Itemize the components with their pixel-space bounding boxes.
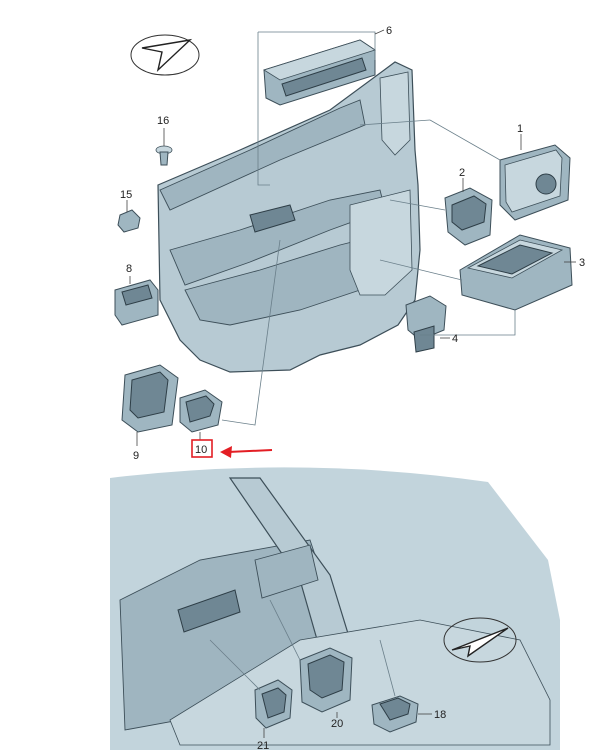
part-18-switch	[371, 695, 419, 733]
callout-6: 6	[386, 25, 392, 37]
part-3-buttons	[476, 244, 554, 275]
part-16-push-pin	[155, 145, 173, 166]
part-8-switch	[114, 279, 159, 326]
part-6-buttons	[281, 57, 367, 97]
guide-part-6b	[258, 31, 376, 60]
highlight-part-10: 10	[191, 439, 273, 458]
leader-6	[374, 29, 385, 35]
guide-part-3b	[420, 310, 516, 336]
part-6-switch-bar	[263, 39, 376, 106]
guide-part-21	[209, 639, 261, 691]
part-2-button	[451, 195, 487, 231]
part-8-button	[121, 284, 153, 306]
door-upper-rail	[159, 99, 366, 211]
front-door-trim-panel	[157, 61, 421, 373]
interior-console	[254, 544, 319, 599]
callout-20: 20	[331, 718, 343, 730]
part-10-button	[185, 395, 215, 423]
callout-2: 2	[459, 167, 465, 179]
guide-part-1	[429, 119, 501, 161]
compass-bottom	[443, 617, 517, 663]
part-4-plug	[413, 325, 435, 353]
callout-9: 9	[133, 450, 139, 462]
guide-part-1b	[359, 119, 431, 126]
compass-needle	[141, 38, 193, 73]
guide-part-6	[257, 32, 270, 186]
callout-3: 3	[579, 257, 585, 269]
interior-recess	[177, 589, 241, 633]
callout-10: 10	[195, 444, 207, 456]
part-2-switch	[444, 187, 493, 246]
part-9-housing	[121, 364, 179, 433]
part-20-switch	[299, 647, 353, 713]
callout-1: 1	[517, 123, 523, 135]
door-top-insert	[379, 71, 411, 156]
part-16-shank	[159, 151, 169, 166]
guide-lines-top	[221, 31, 516, 426]
highlight-box	[191, 439, 213, 458]
part-18-button	[379, 697, 411, 721]
callout-16: 16	[157, 115, 169, 127]
compass-top	[130, 34, 200, 76]
guide-part-3	[379, 259, 463, 281]
part-4-body	[405, 295, 447, 341]
compass-arrow-icon	[130, 34, 200, 76]
part-15-body	[117, 209, 141, 233]
guide-part-2	[389, 199, 446, 211]
guide-part-18	[379, 639, 396, 697]
part-1-knob	[535, 173, 557, 195]
callout-15: 15	[120, 189, 132, 201]
callout-21: 21	[257, 740, 269, 752]
callout-8: 8	[126, 263, 132, 275]
arrow-icon	[220, 446, 232, 458]
part-20-buttons	[307, 654, 345, 699]
part-21-switch	[254, 679, 293, 729]
callouts-top: 6 16 1 2 15 3 8 4 9	[120, 25, 585, 462]
guide-part-20	[269, 599, 301, 661]
part-1-mirror-switch	[499, 144, 571, 221]
callouts-bottom: 20 21 18	[257, 709, 446, 752]
part-3-window-switch-cluster	[459, 234, 573, 311]
part-10-switch	[179, 389, 223, 433]
door-handle-recess	[249, 204, 296, 233]
part-21-button	[261, 687, 287, 719]
leader-lines-top	[126, 29, 576, 446]
arrow-line	[227, 449, 273, 453]
interior-view	[110, 467, 560, 750]
part-1-face	[504, 149, 563, 213]
callout-18: 18	[434, 709, 446, 721]
guide-lines-bottom	[209, 599, 396, 697]
leader-lines-bottom	[263, 712, 432, 738]
part-4-switch	[405, 295, 447, 353]
guide-part-10	[221, 239, 281, 426]
part-9-recess	[129, 371, 169, 419]
part-15-clip	[117, 209, 141, 233]
compass-arrow-icon	[443, 617, 517, 663]
door-speaker-area	[349, 189, 413, 296]
callout-4: 4	[452, 333, 458, 345]
compass-needle-bottom	[451, 627, 509, 658]
